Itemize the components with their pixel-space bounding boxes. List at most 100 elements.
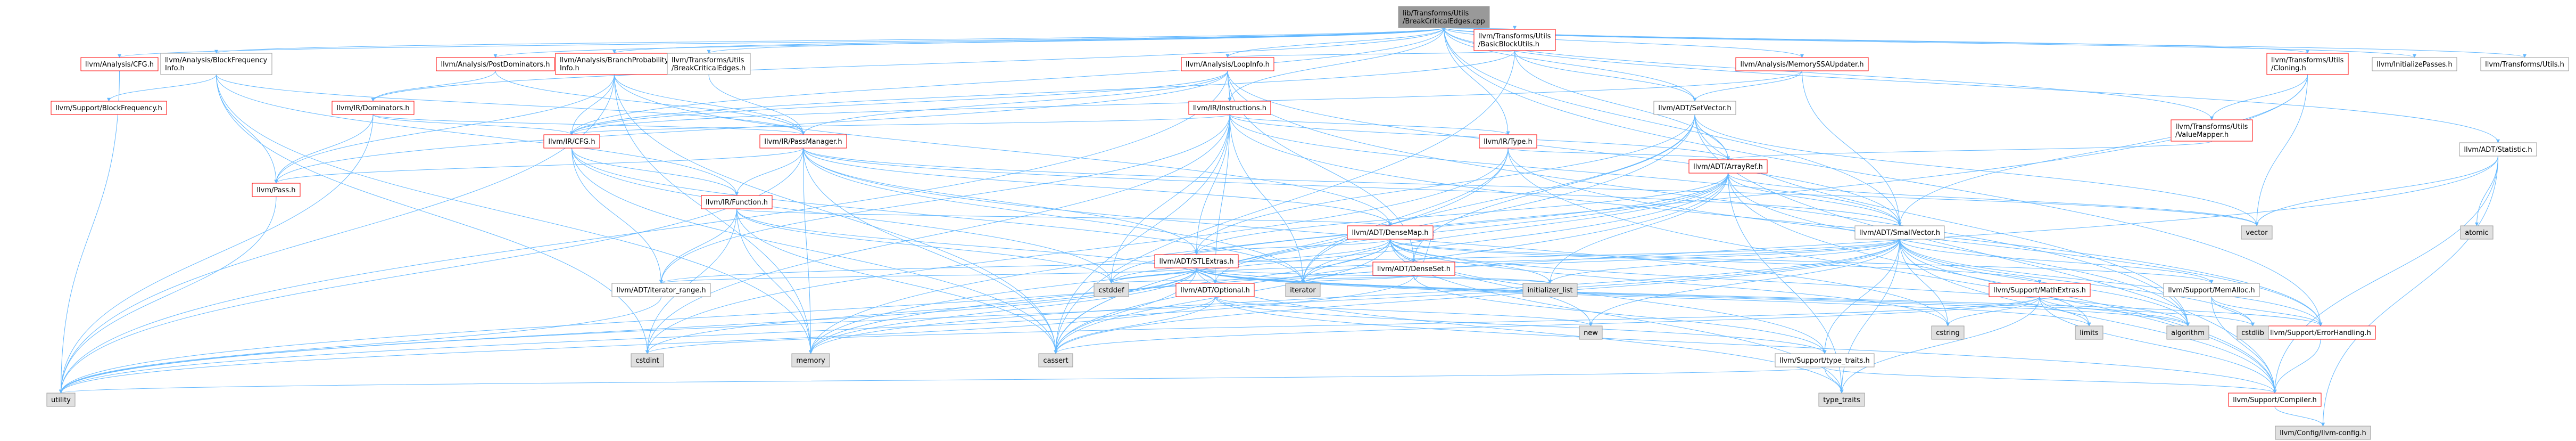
graph-node-llvm-ir-function[interactable]: llvm/IR/Function.h bbox=[701, 195, 773, 209]
graph-node-llvm-adt-arrayref[interactable]: llvm/ADT/ArrayRef.h bbox=[1688, 159, 1768, 174]
node-box bbox=[555, 53, 674, 75]
graph-node-llvm-adt-optional[interactable]: llvm/ADT/Optional.h bbox=[1175, 283, 1255, 297]
node-box bbox=[1094, 283, 1129, 297]
graph-node-llvm-pass[interactable]: llvm/Pass.h bbox=[252, 183, 301, 197]
node-label: llvm/ADT/STLExtras.h bbox=[1159, 258, 1233, 266]
node-box bbox=[1285, 283, 1321, 297]
node-box bbox=[2163, 283, 2260, 297]
graph-node-llvm-adt-stlextras[interactable]: llvm/ADT/STLExtras.h bbox=[1154, 254, 1239, 268]
edge-llvm-ir-dominators-to-llvm-ir-passmanager bbox=[372, 114, 805, 135]
node-box bbox=[2171, 119, 2253, 142]
edge-llvm-adt-smallvector-to-memory bbox=[809, 239, 1900, 354]
node-label: llvm/Support/MemAlloc.h bbox=[2168, 287, 2255, 295]
graph-node-llvm-adt-iterator-range[interactable]: llvm/ADT/iterator_range.h bbox=[611, 283, 711, 297]
node-box bbox=[2480, 57, 2569, 71]
edge-llvm-ir-function-to-llvm-adt-densemap bbox=[736, 208, 1392, 226]
graph-node-llvm-adt-densest[interactable]: llvm/ADT/DenseSet.h bbox=[1372, 262, 1455, 276]
edge-llvm-support-memalloc-to-llvm-support-compiler bbox=[2211, 296, 2277, 394]
edge-llvm-adt-smallvector-to-llvm-support-memalloc bbox=[1899, 239, 2214, 284]
graph-node-llvm-adt-smallvector[interactable]: llvm/ADT/SmallVector.h bbox=[1854, 225, 1945, 240]
graph-node-llvm-transforms-utils-valuemapper[interactable]: llvm/Transforms/Utils/ValueMapper.h bbox=[2171, 119, 2253, 142]
graph-node-llvm-support-errorhandling[interactable]: llvm/Support/ErrorHandling.h bbox=[2265, 325, 2376, 340]
edge-llvm-adt-setvector-to-iterator bbox=[1301, 114, 1695, 284]
graph-node-cstring: cstring bbox=[1931, 325, 1965, 340]
graph-node-llvm-adt-densemap[interactable]: llvm/ADT/DenseMap.h bbox=[1347, 225, 1434, 240]
edge-llvm-ir-passmanager-to-memory bbox=[803, 148, 813, 354]
node-label: llvm/Analysis/LoopInfo.h bbox=[1186, 61, 1270, 69]
graph-node-algorithm: algorithm bbox=[2166, 325, 2209, 340]
edge-root-to-llvm-adt-smallvector bbox=[1444, 27, 1902, 226]
node-label: type_traits bbox=[1823, 396, 1860, 404]
edge-root-to-llvm-ir-instructions bbox=[1228, 27, 1444, 102]
graph-node-llvm-transforms-utils-basicblockutils[interactable]: llvm/Transforms/Utils/BasicBlockUtils.h bbox=[1473, 29, 1556, 51]
node-label: llvm/Analysis/PostDominators.h bbox=[441, 61, 550, 69]
node-box bbox=[1175, 283, 1255, 297]
edge-llvm-analysis-memoryssaupdater-to-llvm-adt-setvector bbox=[1693, 70, 1802, 102]
graph-node-llvm-analysis-postdominators[interactable]: llvm/Analysis/PostDominators.h bbox=[436, 57, 555, 71]
edge-llvm-analysis-branchprobabilityinfo-to-llvm-ir-passmanager bbox=[614, 74, 805, 135]
graph-node-llvm-support-compiler[interactable]: llvm/Support/Compiler.h bbox=[2228, 393, 2322, 407]
node-label: llvm/IR/CFG.h bbox=[548, 138, 595, 146]
edge-llvm-transforms-utils-basicblockutils-to-llvm-analysis-loopinfo bbox=[1226, 50, 1515, 58]
node-label: llvm/Analysis/BranchProbability bbox=[560, 56, 669, 64]
node-label: llvm/Support/type_traits.h bbox=[1779, 357, 1870, 365]
graph-node-llvm-support-type-traits[interactable]: llvm/Support/type_traits.h bbox=[1775, 353, 1875, 368]
edge-llvm-adt-densest-to-initializer-list bbox=[1413, 275, 1552, 284]
edge-root-to-llvm-analysis-branchprobabilityinfo bbox=[612, 27, 1444, 54]
edge-llvm-ir-instructions-to-llvm-ir-type bbox=[1229, 114, 1510, 135]
edge-root-to-llvm-transforms-utils-valuemapper bbox=[1444, 27, 2214, 120]
graph-node-llvm-analysis-loopinfo[interactable]: llvm/Analysis/LoopInfo.h bbox=[1181, 57, 1274, 71]
edge-llvm-adt-densemap-to-initializer-list bbox=[1390, 239, 1552, 284]
edge-llvm-support-mathextras-to-llvm-support-compiler bbox=[2039, 296, 2277, 394]
edge-llvm-adt-stlextras-to-iterator bbox=[1196, 267, 1305, 284]
edge-llvm-ir-passmanager-to-llvm-adt-smallvector bbox=[803, 148, 1902, 226]
graph-node-cstdint: cstdint bbox=[631, 353, 664, 368]
graph-node-llvm-support-memalloc[interactable]: llvm/Support/MemAlloc.h bbox=[2163, 283, 2260, 297]
graph-node-llvm-support-blockfrequency[interactable]: llvm/Support/BlockFrequency.h bbox=[51, 101, 167, 115]
graph-node-atomic: atomic bbox=[2460, 225, 2494, 240]
graph-node-llvm-analysis-memoryssaupdater[interactable]: llvm/Analysis/MemorySSAUpdater.h bbox=[1735, 57, 1869, 71]
graph-node-llvm-transforms-utils-breakcriticaledges[interactable]: llvm/Transforms/Utils/BreakCriticalEdges… bbox=[667, 53, 751, 75]
node-label: llvm/IR/Dominators.h bbox=[336, 104, 409, 112]
node-label: /BreakCriticalEdges.cpp bbox=[1403, 18, 1485, 26]
edge-llvm-adt-densemap-to-algorithm bbox=[1390, 239, 2190, 326]
graph-node-llvm-ir-instructions[interactable]: llvm/IR/Instructions.h bbox=[1188, 101, 1271, 115]
node-box bbox=[2228, 393, 2322, 407]
edge-llvm-adt-stlextras-to-llvm-adt-iterator-range bbox=[659, 267, 1197, 284]
graph-node-llvm-adt-setvector[interactable]: llvm/ADT/SetVector.h bbox=[1653, 101, 1736, 115]
node-box bbox=[1181, 57, 1274, 71]
graph-node-utility: utility bbox=[46, 393, 76, 407]
edge-llvm-analysis-branchprobabilityinfo-to-memory bbox=[614, 74, 813, 354]
node-box bbox=[2372, 57, 2457, 71]
node-box bbox=[701, 195, 773, 209]
graph-node-cstdlib: cstdlib bbox=[2237, 325, 2269, 340]
edge-llvm-adt-optional-to-llvm-support-compiler bbox=[1215, 296, 2277, 394]
node-box bbox=[1688, 159, 1768, 174]
edge-llvm-ir-instructions-to-cstdint bbox=[645, 114, 1230, 354]
edge-llvm-adt-setvector-to-llvm-adt-arrayref bbox=[1694, 114, 1730, 160]
graph-node-llvm-ir-type[interactable]: llvm/IR/Type.h bbox=[1479, 134, 1537, 149]
graph-node-llvm-transforms-utils[interactable]: llvm/Transforms/Utils.h bbox=[2480, 57, 2569, 71]
edge-llvm-adt-setvector-to-vector bbox=[1694, 114, 2259, 226]
edge-llvm-ir-function-to-cstdint bbox=[645, 208, 737, 354]
graph-node-llvm-analysis-cfg[interactable]: llvm/Analysis/CFG.h bbox=[80, 57, 159, 71]
node-box bbox=[2075, 325, 2103, 340]
graph-node-llvm-transforms-utils-cloning[interactable]: llvm/Transforms/Utils/Cloning.h bbox=[2266, 53, 2349, 75]
graph-node-llvm-ir-dominators[interactable]: llvm/IR/Dominators.h bbox=[332, 101, 415, 115]
graph-node-llvm-adt-statistic[interactable]: llvm/ADT/Statistic.h bbox=[2459, 142, 2537, 157]
node-label: llvm/Pass.h bbox=[256, 186, 295, 194]
node-label: llvm/ADT/DenseMap.h bbox=[1352, 229, 1428, 237]
node-box bbox=[759, 134, 847, 149]
graph-node-llvm-ir-cfg[interactable]: llvm/IR/CFG.h bbox=[543, 134, 600, 149]
node-label: algorithm bbox=[2171, 329, 2205, 337]
edge-root-to-llvm-analysis-cfg bbox=[118, 27, 1444, 58]
graph-node-llvm-initializepasses[interactable]: llvm/InitializePasses.h bbox=[2372, 57, 2457, 71]
edge-llvm-adt-densemap-to-llvm-support-type-traits bbox=[1390, 239, 1827, 354]
graph-node-llvm-support-mathextras[interactable]: llvm/Support/MathExtras.h bbox=[1989, 283, 2091, 297]
graph-node-llvm-ir-passmanager[interactable]: llvm/IR/PassManager.h bbox=[759, 134, 847, 149]
node-box bbox=[252, 183, 301, 197]
edge-llvm-analysis-branchprobabilityinfo-to-cassert bbox=[614, 74, 1058, 354]
node-box bbox=[2241, 225, 2273, 240]
